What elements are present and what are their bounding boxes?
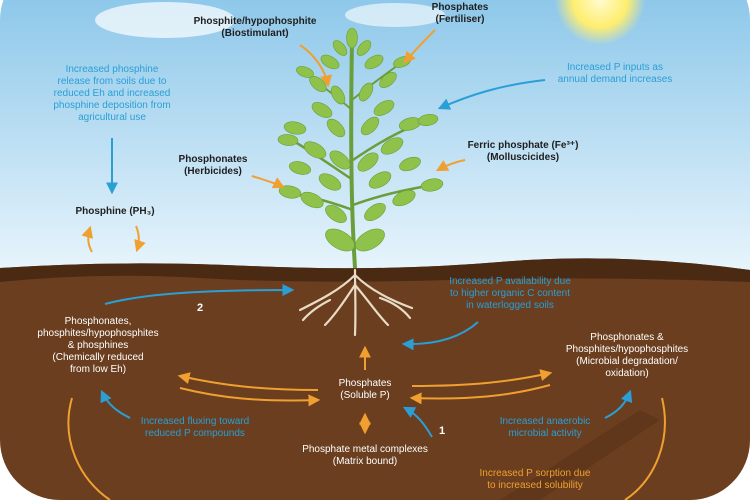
leaf	[300, 191, 324, 209]
label-ferric-phosphate: Ferric phosphate (Fe³⁺) (Molluscicides)	[467, 140, 579, 163]
soil-streak	[500, 410, 660, 500]
step-1-marker: 1	[438, 425, 446, 437]
label-phosphonates-herbicides: Phosphonates (Herbicides)	[178, 154, 248, 177]
label-right-compounds: Phosphonates & Phosphites/hypophosphites…	[565, 332, 689, 379]
plant	[277, 27, 444, 269]
arrow-phosphine-up	[81, 225, 93, 253]
soil-surface	[0, 258, 750, 282]
leaf	[330, 85, 346, 105]
plant-stem	[349, 39, 357, 269]
sun	[555, 0, 645, 45]
label-increased-anaerobic: Increased anaerobic microbial activity	[499, 416, 591, 439]
label-increased-fluxing: Increased fluxing toward reduced P compo…	[140, 416, 250, 439]
label-phosphite-biostimulant: Phosphite/hypophosphite (Biostimulant)	[193, 16, 317, 39]
leaf	[364, 54, 384, 70]
arrow-left-cycle	[67, 397, 111, 500]
arrow-molluscicides	[435, 159, 466, 172]
leaf	[329, 150, 351, 170]
label-phosphine: Phosphine (PH₃)	[75, 206, 155, 217]
arrow-left-to-soluble	[179, 387, 321, 407]
leaf	[296, 66, 314, 78]
leaf	[277, 134, 299, 146]
leaf	[417, 114, 439, 126]
leaf	[420, 178, 444, 192]
arrow-p-availability	[401, 321, 479, 351]
leaf	[325, 228, 355, 252]
leaf	[283, 121, 307, 135]
leaf	[318, 173, 342, 191]
arrow-phosphine-down	[134, 225, 146, 253]
leaf	[320, 54, 340, 70]
leaf	[373, 100, 395, 116]
cloud	[95, 2, 235, 38]
soil	[0, 258, 750, 500]
leaf	[364, 202, 386, 222]
arrow-anaerobic	[604, 389, 633, 419]
leaf	[326, 118, 346, 138]
arrow-step-2	[104, 284, 295, 305]
leaf	[332, 40, 348, 56]
cloud	[345, 3, 445, 27]
leaf	[303, 141, 327, 159]
leaf	[399, 156, 421, 172]
leaf	[379, 72, 397, 88]
roots	[298, 268, 414, 337]
arrow-biostimulant	[299, 44, 332, 88]
leaf	[358, 82, 374, 102]
label-increased-p-availability: Increased P availability due to higher o…	[449, 276, 571, 311]
label-phosphate-metal-complexes: Phosphate metal complexes (Matrix bound)	[302, 444, 428, 467]
leaf	[288, 161, 312, 175]
leaf	[346, 27, 358, 49]
leaf	[356, 40, 372, 56]
leaf	[355, 228, 385, 252]
label-phosphates-soluble: Phosphates (Soluble P)	[338, 378, 392, 401]
arrow-p-inputs	[437, 79, 546, 110]
leaf	[278, 185, 302, 199]
label-increased-phosphine-release: Increased phosphine release from soils d…	[53, 64, 171, 123]
arrow-herbicides	[251, 175, 286, 189]
arrow-step-1	[402, 406, 433, 438]
arrow-soluble-to-left	[177, 372, 319, 391]
leaf	[360, 116, 380, 136]
arrow-fluxing	[100, 389, 131, 419]
arrow-right-cycle	[624, 397, 666, 500]
leaf	[392, 189, 416, 207]
label-left-compounds: Phosphonates, phosphites/hypophosphites …	[37, 316, 159, 375]
arrow-soluble-to-right	[411, 369, 553, 387]
leaf	[325, 204, 347, 224]
leaf	[311, 102, 333, 118]
leaf	[357, 152, 379, 172]
arrow-right-to-soluble	[409, 384, 551, 405]
leaf	[368, 171, 392, 189]
arrow-fertiliser	[403, 29, 436, 64]
leaf	[380, 137, 404, 155]
label-increased-p-sorption: Increased P sorption due to increased so…	[479, 468, 591, 491]
label-increased-p-inputs: Increased P inputs as annual demand incr…	[557, 62, 673, 85]
step-2-marker: 2	[196, 302, 204, 314]
label-phosphates-fertiliser: Phosphates (Fertiliser)	[431, 2, 489, 25]
